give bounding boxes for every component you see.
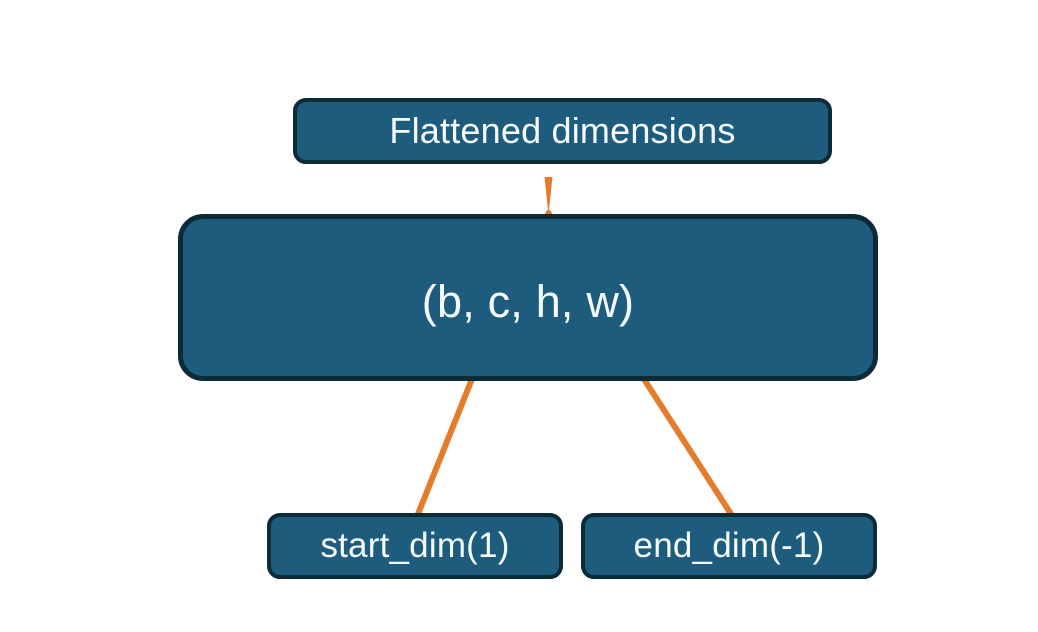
end-dim-box: end_dim(-1)	[581, 513, 877, 579]
tensor-shape-label: (b, c, h, w)	[421, 275, 635, 327]
tensor-shape-box: (b, c, h, w)	[178, 214, 878, 381]
start-dim-label: start_dim(1)	[320, 526, 510, 565]
brace-stem-connector	[544, 177, 553, 215]
flattened-dimensions-label: Flattened dimensions	[389, 110, 736, 151]
end-dim-label: end_dim(-1)	[633, 526, 825, 565]
flattened-dimensions-box: Flattened dimensions	[293, 98, 832, 164]
start-dim-box: start_dim(1)	[267, 513, 563, 579]
